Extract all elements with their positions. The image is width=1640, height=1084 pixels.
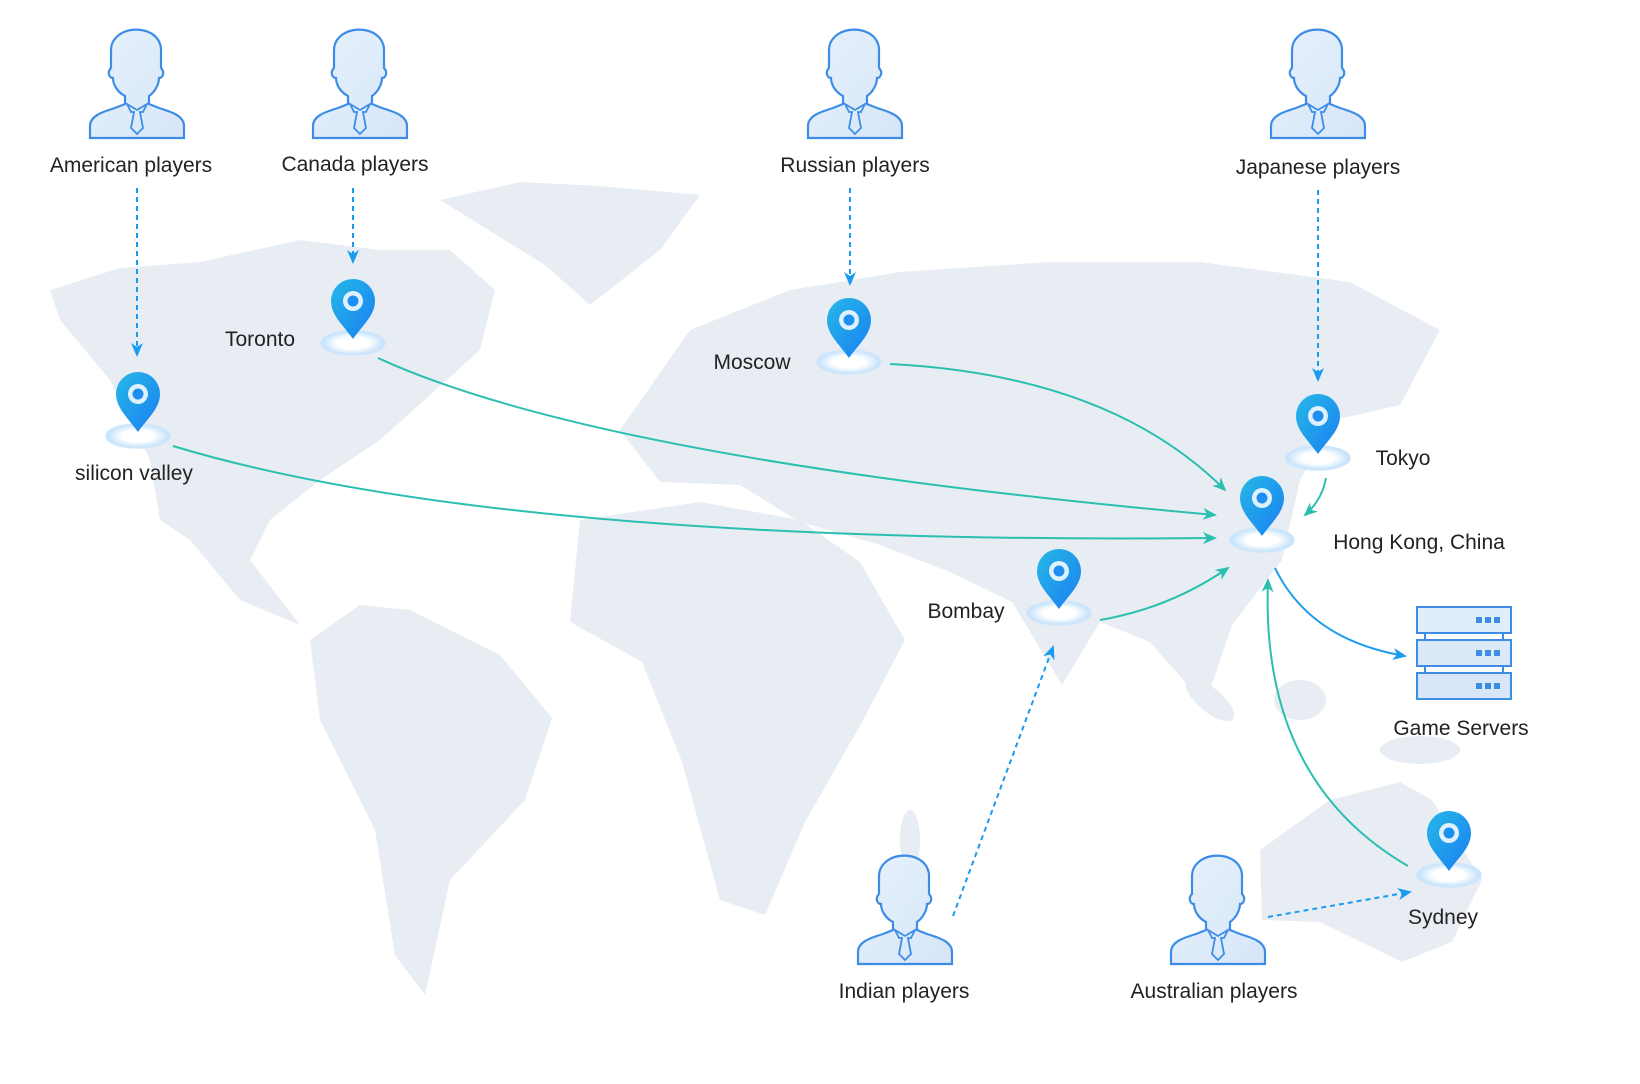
link-australian bbox=[1267, 888, 1412, 918]
japanese-players-icon bbox=[1269, 28, 1367, 140]
route-silicon-valley bbox=[172, 445, 1217, 545]
russian-players-icon bbox=[806, 28, 904, 140]
silicon-valley-label: silicon valley bbox=[75, 462, 193, 485]
moscow-label: Moscow bbox=[713, 351, 791, 374]
japanese-players-label: Japanese players bbox=[1235, 156, 1401, 179]
route-servers bbox=[1274, 567, 1407, 660]
route-sydney bbox=[1261, 578, 1409, 867]
game-servers-icon bbox=[1416, 606, 1512, 700]
indian-players-icon bbox=[856, 854, 954, 966]
american-players-label: American players bbox=[49, 154, 213, 177]
world-map bbox=[50, 182, 1482, 995]
tokyo-label: Tokyo bbox=[1375, 447, 1431, 470]
american-players-icon bbox=[88, 28, 186, 140]
route-bombay bbox=[1099, 566, 1230, 621]
greenland bbox=[440, 182, 700, 305]
sydney-label: Sydney bbox=[1407, 906, 1479, 929]
hong-kong-label: Hong Kong, China bbox=[1333, 531, 1505, 554]
canada-players-icon bbox=[311, 28, 409, 140]
route-moscow bbox=[889, 363, 1227, 492]
canada-players-label: Canada players bbox=[281, 153, 429, 176]
australian-players-label: Australian players bbox=[1130, 980, 1298, 1003]
australia bbox=[1260, 782, 1482, 962]
route-toronto bbox=[377, 357, 1217, 520]
north-america bbox=[50, 240, 495, 625]
indian-players-label: Indian players bbox=[838, 980, 970, 1003]
link-indian bbox=[952, 645, 1055, 917]
bombay-label: Bombay bbox=[927, 600, 1005, 623]
south-america bbox=[310, 605, 552, 995]
routes bbox=[172, 357, 1409, 867]
game-servers-label: Game Servers bbox=[1393, 717, 1529, 740]
player-links bbox=[131, 188, 1412, 918]
toronto-label: Toronto bbox=[224, 328, 296, 351]
eurasia bbox=[620, 262, 1440, 705]
route-tokyo bbox=[1303, 477, 1327, 517]
africa bbox=[570, 502, 905, 915]
russian-players-label: Russian players bbox=[780, 154, 930, 177]
australian-players-icon bbox=[1169, 854, 1267, 966]
